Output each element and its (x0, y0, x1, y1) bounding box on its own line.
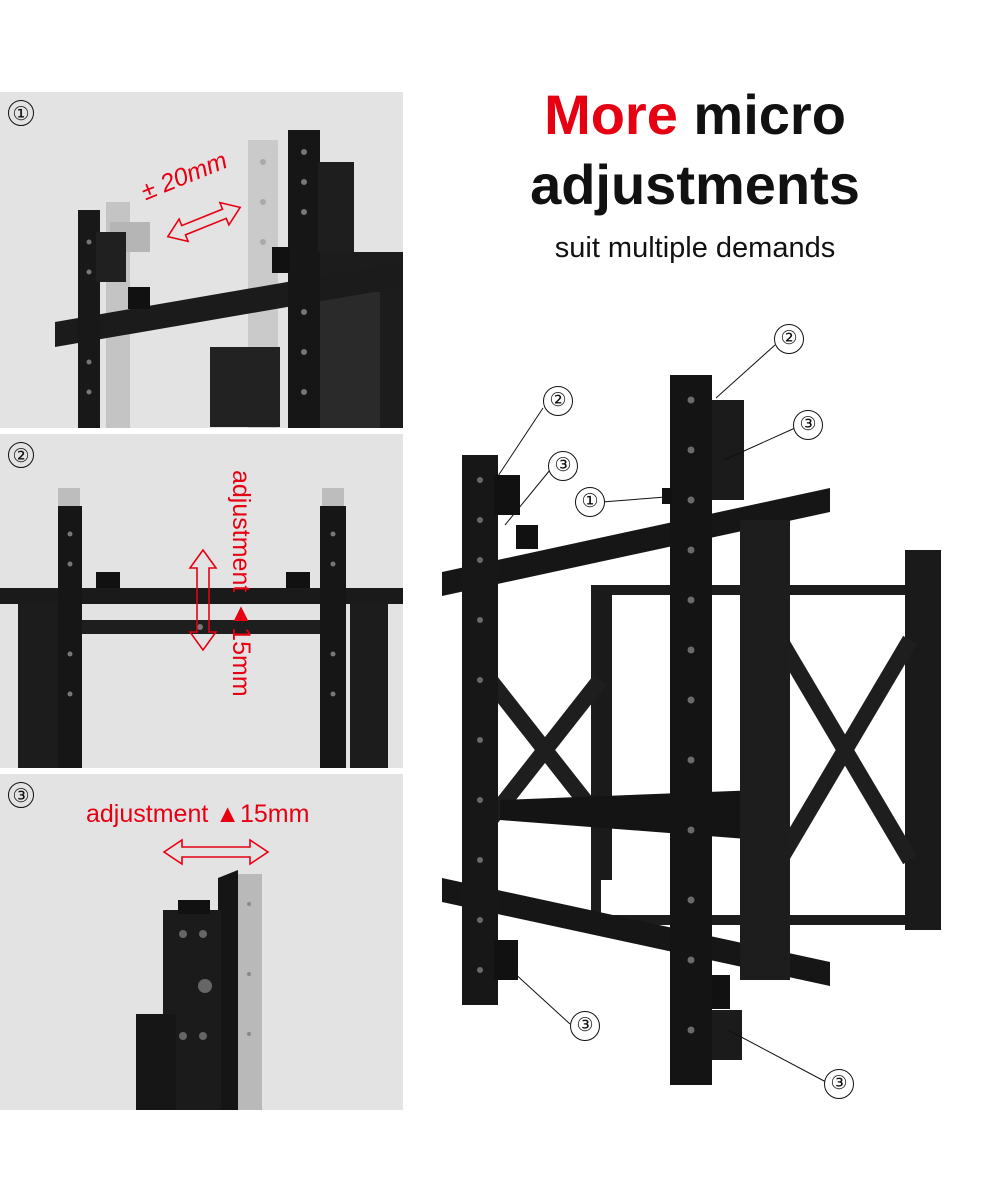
callout-upper-left-lock: ③ (548, 451, 578, 481)
detail-illustration-3 (136, 838, 270, 1110)
callout-lower-right-lock: ③ (824, 1069, 854, 1099)
headline-rest: micro (677, 83, 846, 146)
adjustment-label-3: adjustment ▲15mm (86, 800, 310, 828)
panel-number-2: ② (8, 442, 34, 468)
detail-panel-1: ① ± 20mm (0, 92, 403, 428)
headline: More micro adjustments (455, 80, 935, 220)
vertical-arrow-icon (188, 548, 218, 652)
detail-panel-2: ② adjustment ▲15mm (0, 434, 403, 768)
subheadline: suit multiple demands (554, 232, 836, 264)
callout-lower-left-lock: ③ (570, 1011, 600, 1041)
callout-upper-right-lock: ③ (793, 410, 823, 440)
detail-illustration-2 (0, 488, 403, 768)
detail-illustration-1 (55, 130, 403, 428)
adjustment-label-2: adjustment ▲15mm (227, 470, 255, 697)
panel-number-3: ③ (8, 782, 34, 808)
callout-slide-adjust: ① (575, 487, 605, 517)
headline-line2: adjustments (530, 153, 860, 216)
callout-top-right: ② (774, 324, 804, 354)
product-illustration (442, 344, 941, 1085)
headline-accent: More (544, 83, 678, 146)
horizontal-arrow-icon (162, 838, 270, 866)
panel-number-1: ① (8, 100, 34, 126)
callout-top-left: ② (543, 386, 573, 416)
double-arrow-icon (166, 201, 242, 243)
detail-panel-3: ③ adjustment ▲15mm (0, 774, 403, 1110)
